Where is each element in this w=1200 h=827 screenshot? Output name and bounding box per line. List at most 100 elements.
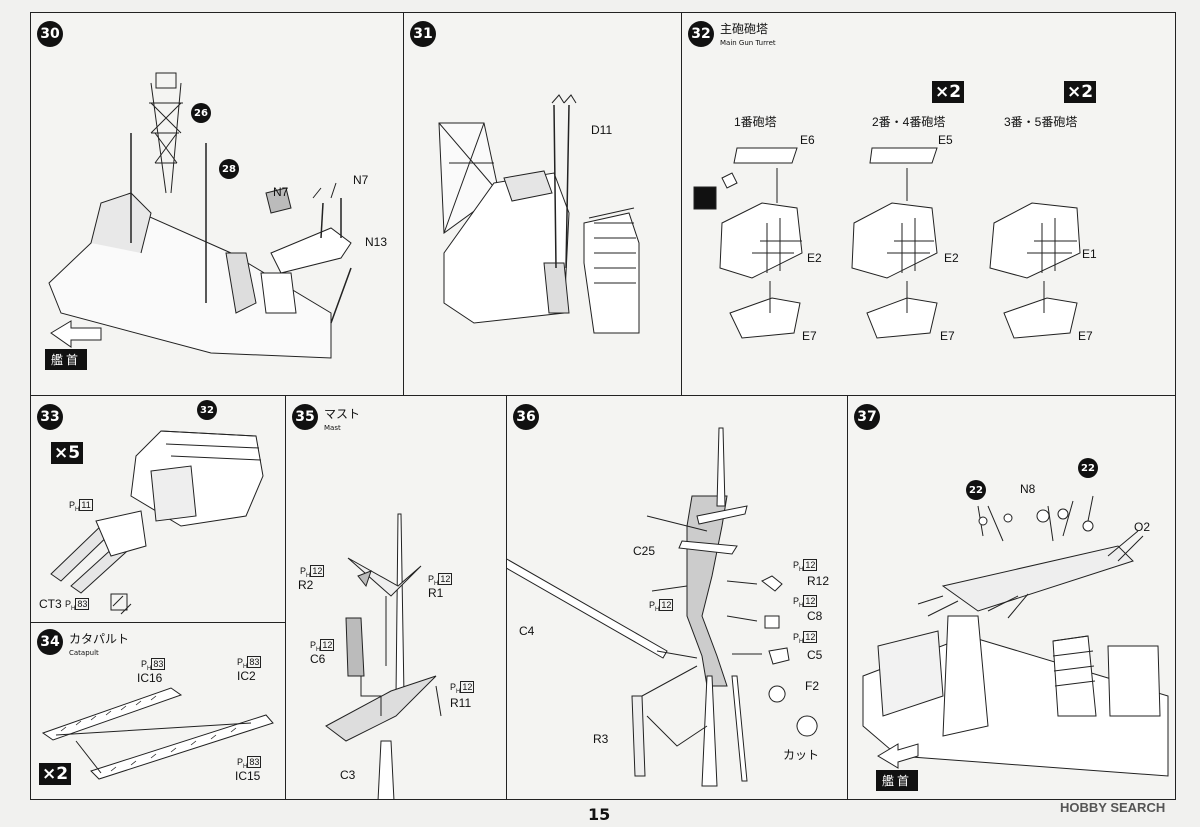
step-31-panel: 31 D11 — [403, 12, 682, 396]
ship-aft-superstructure-illustration — [862, 495, 1169, 777]
part-label-n7-left: N7 — [273, 185, 289, 199]
photo-etch-c8-number: 12 — [803, 595, 818, 607]
photo-etch-left-number: 12 — [659, 599, 674, 611]
step-32-title-en: Main Gun Turret — [720, 39, 776, 47]
part-label-r3: R3 — [593, 732, 609, 746]
step-number-34: 34 — [37, 629, 63, 655]
step-34-title-jp: カタパルト — [69, 632, 130, 646]
step-number-37: 37 — [854, 404, 880, 430]
ref-step-22-right: 22 — [1078, 458, 1098, 478]
part-label-ic15: IC15 — [235, 769, 261, 783]
turret-barrels-illustration — [50, 430, 264, 615]
step-34-title-en: Catapult — [69, 649, 99, 657]
photo-etch-c5-number: 12 — [803, 631, 818, 643]
step-34-multiplier: ×2 — [39, 763, 72, 785]
turret-3-part-bottom: E7 — [1078, 329, 1093, 343]
part-label-c6: C6 — [310, 652, 326, 666]
step-number-30: 30 — [37, 21, 63, 47]
turret-2-multiplier: ×2 — [932, 81, 965, 103]
part-label-o2: O2 — [1134, 520, 1151, 534]
part-label-c5: C5 — [807, 648, 823, 662]
bow-arrow-illustration — [877, 743, 919, 769]
part-label-n13: N13 — [365, 235, 388, 249]
part-label-r12: R12 — [807, 574, 830, 588]
turret-3-part-mid: E1 — [1082, 247, 1097, 261]
photo-etch-r11-number: 12 — [460, 681, 475, 693]
part-label-ic2: IC2 — [237, 669, 256, 683]
step-35-title-en: Mast — [324, 424, 341, 432]
step-35-title-jp: マスト — [324, 407, 361, 421]
part-label-c3: C3 — [340, 768, 356, 782]
step-number-31: 31 — [410, 21, 436, 47]
hobbysearch-watermark: HOBBY SEARCH — [1060, 800, 1166, 815]
turret-2-part-mid: E2 — [944, 251, 959, 265]
photo-etch-11-number: 11 — [79, 499, 93, 511]
turret-2-part-bottom: E7 — [940, 329, 955, 343]
ref-step-32: 32 — [197, 400, 217, 420]
part-label-r2: R2 — [298, 578, 314, 592]
part-label-n8: N8 — [1020, 482, 1036, 496]
photo-etch-r1-number: 12 — [438, 573, 453, 585]
bow-label-37: 艦首 — [876, 770, 919, 791]
turret-1-name: 1番砲塔 — [734, 115, 777, 129]
step-number-32: 32 — [688, 21, 714, 47]
photo-etch-83-number: 83 — [75, 598, 90, 610]
photo-etch-ic15-number: 83 — [247, 756, 262, 768]
ship-forward-superstructure-illustration — [48, 72, 352, 359]
step-30-panel: 30 26 28 N7 N7 N13 艦首 — [30, 12, 404, 396]
ref-step-28: 28 — [219, 159, 239, 179]
turret-1-part-top: E6 — [800, 133, 815, 147]
turret-3-name: 3番・5番砲塔 — [1004, 115, 1078, 129]
turret-2-part-top: E5 — [938, 133, 953, 147]
step-number-33: 33 — [37, 404, 63, 430]
cut-label: カット — [783, 748, 820, 762]
part-label-ic16: IC16 — [137, 671, 163, 685]
photo-etch-ic2-number: 83 — [247, 656, 262, 668]
turret-1-part-bottom: E7 — [802, 329, 817, 343]
part-label-r1: R1 — [428, 586, 444, 600]
catapult-illustration — [41, 687, 274, 780]
part-label-n7-right: N7 — [353, 173, 369, 187]
photo-etch-r12-number: 12 — [803, 559, 818, 571]
step-number-35: 35 — [292, 404, 318, 430]
part-label-r11: R11 — [450, 696, 472, 710]
step-35-title: マスト Mast — [324, 408, 360, 434]
ref-step-26: 26 — [191, 103, 211, 123]
part-label-c4: C4 — [519, 624, 535, 638]
step-33-multiplier: ×5 — [51, 442, 84, 464]
main-mast-illustration — [507, 427, 818, 787]
bow-label: 艦首 — [45, 349, 88, 370]
turret-1-part-mid: E2 — [807, 251, 822, 265]
step-32-title: 主砲砲塔 Main Gun Turret — [720, 23, 776, 49]
turret-2-name: 2番・4番砲塔 — [872, 115, 946, 129]
step-37-panel: 37 22 22 N8 O2 艦首 — [847, 395, 1176, 800]
step-34-title: カタパルト Catapult — [69, 633, 129, 659]
ref-step-22-left: 22 — [966, 480, 986, 500]
turret-3-multiplier: ×2 — [1064, 81, 1097, 103]
part-label-c25: C25 — [633, 544, 656, 558]
step-32-title-jp: 主砲砲塔 — [720, 22, 769, 36]
part-label-d11: D11 — [591, 123, 613, 137]
part-label-f2: F2 — [805, 679, 820, 693]
step-32-panel: 32 主砲砲塔 Main Gun Turret ×2 ×2 1番砲塔 2番・4番… — [681, 12, 1176, 396]
step-number-36: 36 — [513, 404, 539, 430]
bridge-tower-illustration — [438, 94, 640, 334]
photo-etch-r2-number: 12 — [310, 565, 325, 577]
